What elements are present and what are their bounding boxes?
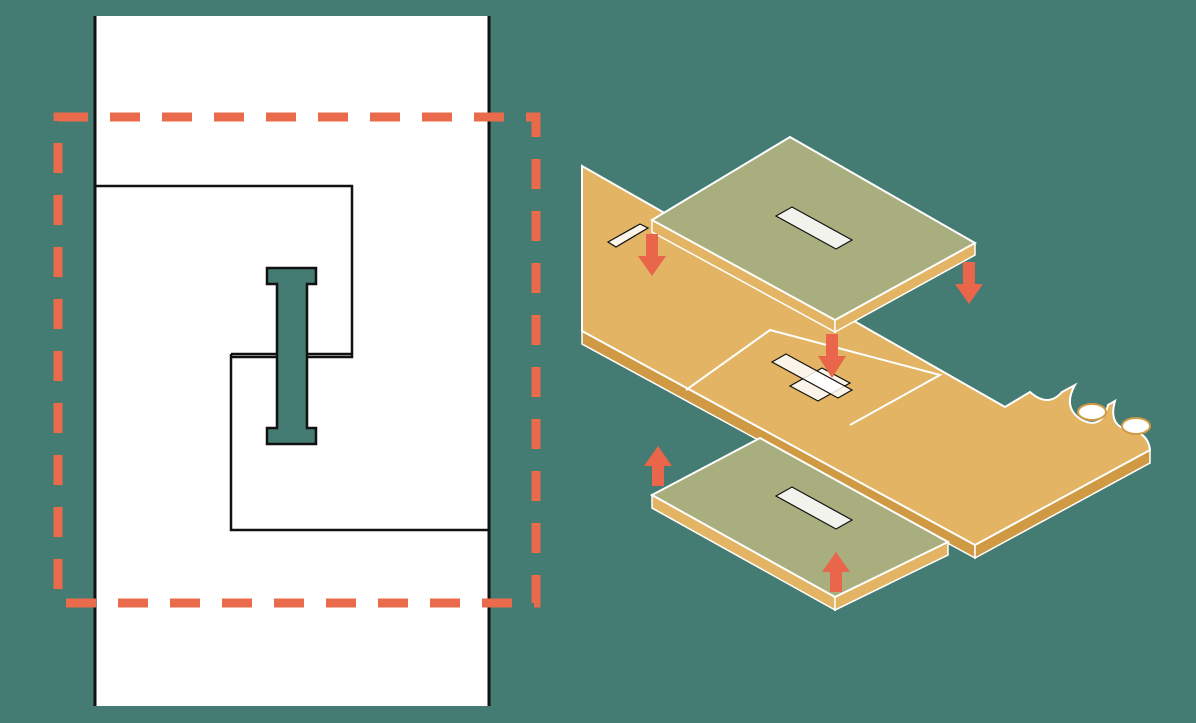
bottom-plate-face bbox=[649, 436, 951, 599]
bottom-plate-slot bbox=[774, 486, 854, 530]
lower-panel-outline bbox=[229, 354, 489, 532]
arrow-down-left-slot-icon bbox=[638, 234, 666, 276]
top-plate bbox=[649, 135, 978, 334]
arrow-down-center-icon bbox=[818, 334, 846, 378]
puzzle-tab-hole-1 bbox=[1077, 403, 1107, 421]
arrows bbox=[638, 234, 983, 592]
middle-slot bbox=[770, 353, 854, 399]
puzzle-tab-hole-2 bbox=[1121, 417, 1151, 435]
arrow-down-right-plate-icon bbox=[955, 262, 983, 304]
middle-section-outline bbox=[685, 328, 943, 426]
plan-view bbox=[53, 16, 541, 706]
i-beam-connector-icon bbox=[265, 266, 318, 446]
bottom-plate bbox=[649, 436, 951, 612]
dashed-boundary bbox=[53, 112, 541, 608]
top-plate-slot bbox=[774, 206, 854, 250]
left-slot bbox=[606, 223, 650, 248]
isometric-view bbox=[581, 135, 1152, 612]
arrow-up-bottom-plate-icon bbox=[822, 552, 850, 592]
arrow-up-left-icon bbox=[644, 446, 672, 486]
